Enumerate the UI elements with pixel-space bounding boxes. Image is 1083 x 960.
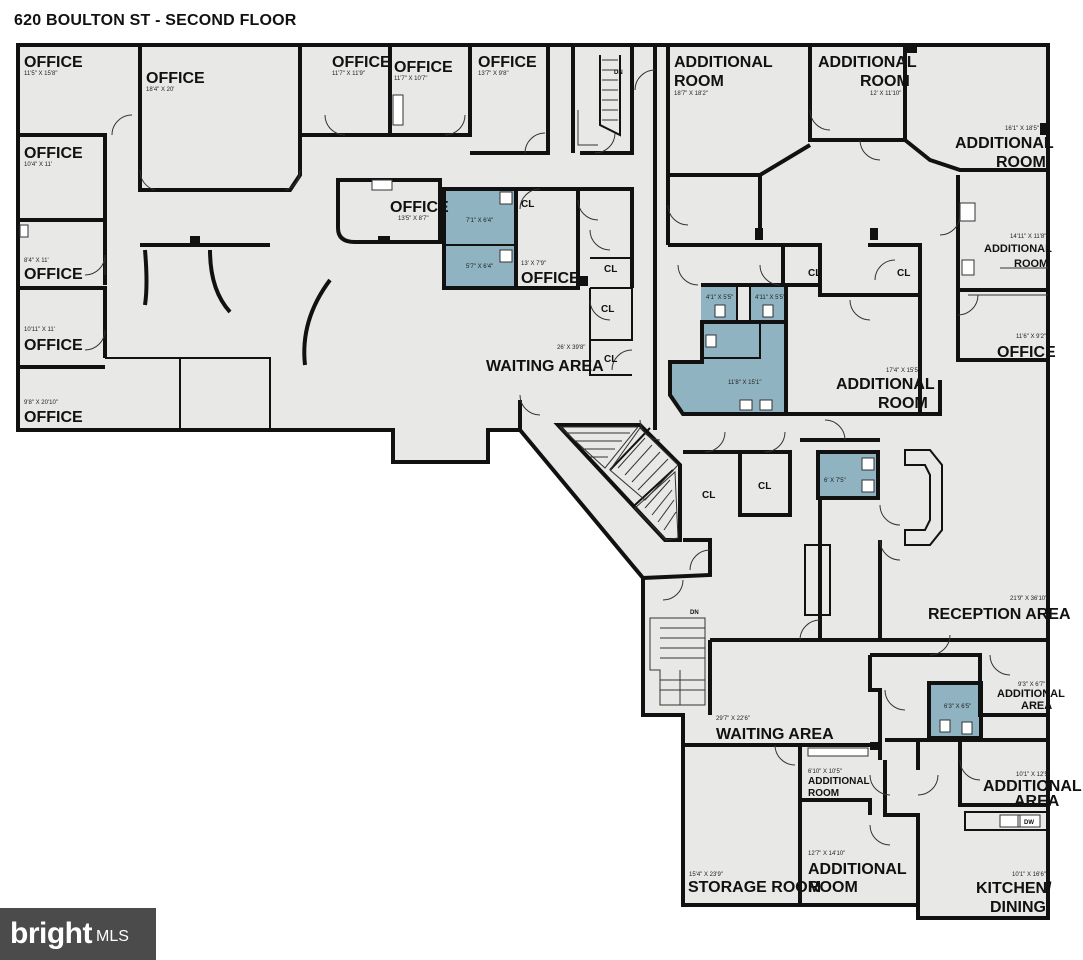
room-label: OFFICE — [24, 337, 83, 354]
room-label: ADDITIONAL — [818, 54, 917, 71]
room-dim: 13'7" X 9'8" — [478, 71, 509, 77]
brand-logo: bright MLS — [0, 908, 156, 960]
room-label: ROOM — [808, 788, 839, 799]
room-label: ADDITIONAL — [955, 135, 1054, 152]
room-label: AREA — [1014, 793, 1060, 810]
room-label: OFFICE — [24, 409, 83, 426]
room-dim: 18'7" X 18'2" — [674, 91, 708, 97]
room-label: WAITING AREA — [486, 358, 604, 375]
room-dim: 18'4" X 20' — [146, 87, 174, 93]
interior-walls — [18, 45, 1049, 905]
fixtures — [19, 45, 1048, 828]
room-dim: 11'7" X 10'7" — [394, 76, 427, 82]
closet-label: CL — [702, 490, 715, 501]
page-title: 620 BOULTON ST - SECOND FLOOR — [14, 12, 297, 29]
bath-dim: 6'3" X 6'5" — [944, 704, 971, 710]
closet-label: CL — [758, 481, 771, 492]
room-dim: 26' X 39'8" — [557, 345, 585, 351]
room-dim: 14'11" X 11'8" — [1010, 234, 1046, 240]
room-dim: 21'9" X 36'10" — [1010, 596, 1047, 602]
room-dim: 13'5" X 8'7" — [398, 216, 429, 222]
room-label: RECEPTION AREA — [928, 606, 1071, 623]
closet-label: CL — [604, 264, 617, 275]
room-dim: 10'11" X 11' — [24, 327, 55, 333]
room-label: KITCHEN/ — [976, 880, 1052, 897]
bath-dim: 11'8" X 15'1" — [728, 380, 761, 386]
room-label: OFFICE — [478, 54, 537, 71]
room-dim: 9'8" X 20'10" — [24, 400, 58, 406]
room-label: ADDITIONAL — [674, 54, 773, 71]
room-dim: 11'7" X 11'9" — [332, 71, 365, 77]
bath-labels: 7'1" X 6'4" 5'7" X 6'4" 4'1" X 5'5" 4'11… — [466, 218, 971, 710]
room-dim: 11'6" X 9'2" — [1016, 334, 1046, 340]
bath-dim: 7'1" X 6'4" — [466, 218, 493, 224]
room-dim: 12'7" X 14'10" — [808, 851, 845, 857]
closet-label: CL — [601, 304, 614, 315]
room-dim: 13' X 7'9" — [521, 261, 546, 267]
floor-fill — [18, 45, 1048, 918]
bath-dim: 4'1" X 5'5" — [706, 295, 733, 301]
room-label: OFFICE — [332, 54, 391, 71]
logo-brand: bright — [10, 917, 92, 950]
logo-mls: MLS — [95, 928, 129, 945]
closet-labels: CL CL CL CL CL CL CL CL — [521, 199, 910, 501]
room-label: OFFICE — [24, 54, 83, 71]
dishwasher-label: DW — [1024, 820, 1034, 826]
room-label: WAITING AREA — [716, 726, 834, 743]
room-label: OFFICE — [146, 70, 205, 87]
room-label: ADDITIONAL — [808, 861, 907, 878]
room-label: ROOM — [878, 395, 928, 412]
room-label: OFFICE — [997, 344, 1056, 361]
bath-dim: 6' X 7'5" — [824, 478, 846, 484]
room-label: STORAGE ROOM — [688, 879, 821, 896]
room-dim: 15'4" X 23'9" — [689, 872, 723, 878]
room-dim: 29'7" X 22'6" — [716, 716, 750, 722]
room-label: ADDITIONAL — [997, 688, 1065, 700]
stairs-down-label: DN — [690, 610, 699, 616]
room-label: OFFICE — [521, 270, 580, 287]
stairs-down-label: DN — [614, 70, 623, 76]
room-label: ADDITIONAL — [808, 776, 870, 787]
bath-dim: 4'11" X 5'5" — [755, 295, 785, 301]
room-dim: 12' X 11'10" — [870, 91, 901, 97]
room-label: ADDITIONAL — [836, 376, 935, 393]
exterior-walls — [16, 43, 1050, 920]
closet-label: CL — [897, 268, 910, 279]
closet-label: CL — [521, 199, 534, 210]
room-label: ROOM — [860, 73, 910, 90]
room-dim: 16'1" X 18'5" — [1005, 126, 1039, 132]
room-dim: 8'4" X 11' — [24, 258, 49, 264]
room-dim: 17'4" X 15'5" — [886, 368, 920, 374]
room-label: ROOM — [996, 154, 1046, 171]
room-label: DINING — [990, 899, 1046, 916]
room-dim: 10'4" X 11' — [24, 162, 52, 168]
room-label: OFFICE — [24, 266, 83, 283]
room-label: ROOM — [674, 73, 724, 90]
room-label: OFFICE — [394, 59, 453, 76]
bath-dim: 5'7" X 6'4" — [466, 264, 493, 270]
room-label: OFFICE — [390, 199, 449, 216]
room-label: OFFICE — [24, 145, 83, 162]
room-label: ADDITIONAL — [984, 243, 1052, 255]
room-dim: 9'3" X 6'7" — [1018, 682, 1045, 688]
closet-label: CL — [808, 268, 821, 279]
room-dim: 11'5" X 15'8" — [24, 71, 57, 77]
room-label: ROOM — [808, 879, 858, 896]
room-dim: 10'1" X 16'6" — [1012, 872, 1046, 878]
room-dim: 6'10" X 10'5" — [808, 769, 842, 775]
room-dim: 10'1" X 12'5" — [1016, 772, 1050, 778]
room-label: ROOM — [1014, 258, 1048, 270]
closet-label: CL — [604, 354, 617, 365]
room-label: ADDITIONAL — [983, 778, 1082, 795]
room-label: AREA — [1021, 700, 1052, 712]
stairs — [558, 59, 706, 706]
room-labels: OFFICE 11'5" X 15'8" OFFICE 18'4" X 20' … — [24, 54, 1082, 916]
